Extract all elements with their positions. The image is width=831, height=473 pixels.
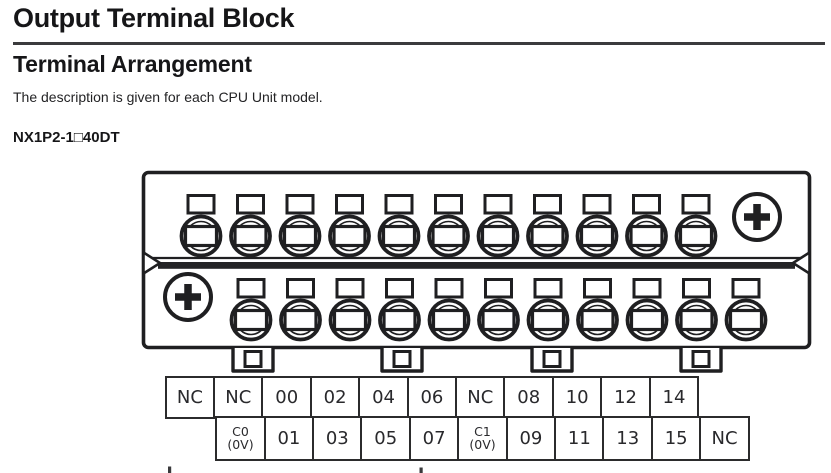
left-notch (142, 251, 162, 275)
terminal-screw-top (476, 193, 520, 258)
terminal-screw-top (377, 193, 421, 258)
terminal-screw-bottom (625, 277, 669, 342)
terminal-screw-bottom (427, 277, 471, 342)
terminal-screw-bottom (675, 277, 718, 342)
terminal-cell: 05 (360, 415, 411, 461)
model-number: NX1P2-1□40DT (13, 129, 120, 146)
terminal-screw-bottom (279, 277, 322, 342)
terminal-cell: 12 (600, 376, 651, 419)
terminal-screw-top (179, 193, 223, 258)
mounting-foot (679, 346, 723, 373)
terminal-cell: 06 (406, 376, 458, 419)
terminal-screw-bottom (229, 277, 273, 342)
divider-band (158, 262, 795, 269)
terminal-cell: 00 (261, 376, 312, 419)
terminal-cell: 09 (505, 415, 557, 461)
terminal-screw-bottom (526, 277, 570, 342)
terminal-screw-top (526, 193, 569, 258)
section-title: Terminal Arrangement (13, 51, 252, 77)
dimension-tick (419, 467, 423, 473)
terminal-screw-bottom (328, 277, 372, 342)
terminal-cell: NC (164, 376, 216, 419)
terminal-screw-top (328, 193, 371, 258)
terminal-cell: 10 (551, 376, 603, 419)
terminal-cell: 07 (408, 415, 460, 461)
mounting-foot (231, 346, 275, 373)
terminal-cell: C0 (0V) (215, 415, 266, 461)
terminal-screw-top (674, 193, 718, 258)
terminal-screw-bottom (378, 277, 421, 342)
terminal-screw-bottom (724, 277, 768, 342)
terminal-cell: NC (455, 376, 506, 419)
terminal-cell: 13 (602, 415, 654, 461)
terminal-cell: NC (213, 376, 264, 419)
phillips-screw-top-right (734, 194, 780, 240)
terminal-screw-bottom (576, 277, 619, 342)
terminal-cell: 03 (312, 415, 363, 461)
terminal-cell: 14 (648, 376, 700, 419)
mounting-foot (530, 346, 574, 373)
terminal-cell: 15 (650, 415, 702, 461)
terminal-cell: NC (699, 415, 750, 461)
right-notch (791, 251, 811, 275)
terminal-screw-top (575, 193, 619, 258)
mounting-foot (380, 346, 424, 373)
terminal-cell: 02 (309, 376, 361, 419)
title-rule (13, 42, 825, 45)
terminal-cell: C1 (0V) (457, 415, 508, 461)
terminal-cell: 08 (503, 376, 555, 419)
terminal-cell: 01 (263, 415, 315, 461)
phillips-screw-bottom-left (165, 274, 211, 320)
terminal-screw-top (229, 193, 272, 258)
dimension-tick (168, 466, 172, 473)
terminal-cell: 04 (358, 376, 409, 419)
terminal-screw-top (625, 193, 668, 258)
terminal-screw-top (278, 193, 322, 258)
terminal-cell: 11 (554, 415, 605, 461)
page-title: Output Terminal Block (13, 3, 295, 33)
terminal-screw-top (427, 193, 470, 258)
terminal-screw-bottom (477, 277, 520, 342)
description-text: The description is given for each CPU Un… (13, 89, 323, 105)
